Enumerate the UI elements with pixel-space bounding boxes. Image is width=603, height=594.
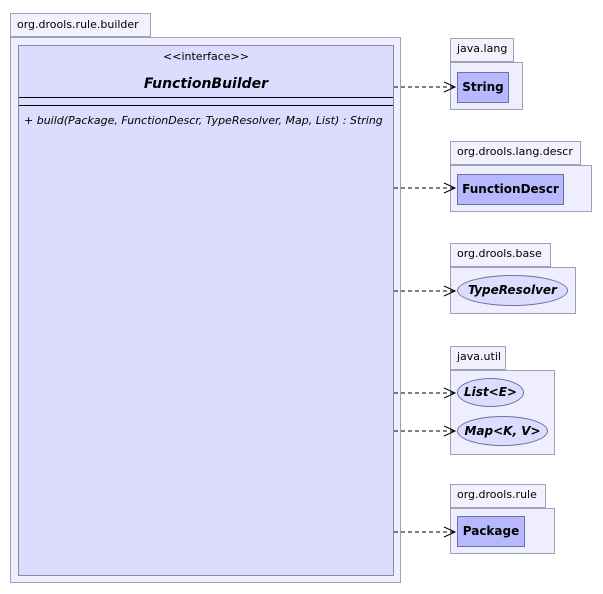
attributes-divider [19,105,393,106]
class-package[interactable]: Package [457,516,525,547]
interface-name: FunctionBuilder [143,76,269,92]
package-tab-java-util: java.util [450,346,506,370]
package-label: java.util [457,350,501,363]
package-label: java.lang [457,42,508,55]
function-builder-interface[interactable]: <<interface>> FunctionBuilder + build(Pa… [18,45,394,576]
package-tab-org-drools-lang-descr: org.drools.lang.descr [450,141,581,165]
class-name: String [462,80,504,94]
class-name: FunctionDescr [462,182,559,196]
interface-type-resolver[interactable]: TypeResolver [457,275,568,306]
class-function-descr[interactable]: FunctionDescr [457,174,564,205]
interface-name: TypeResolver [468,283,557,297]
interface-list[interactable]: List<E> [457,378,524,407]
package-tab-org-drools-base: org.drools.base [450,243,551,267]
package-label: org.drools.rule.builder [17,18,139,31]
package-label: org.drools.base [457,247,542,260]
package-tab-org-drools-rule: org.drools.rule [450,484,546,508]
interface-name: Map<K, V> [464,424,541,438]
class-string[interactable]: String [457,72,509,103]
dependency-arrow-list [394,387,457,399]
dependency-arrow-map [394,425,457,437]
interface-stereotype: <<interface>> [163,50,249,63]
dependency-arrow-package [394,526,457,538]
package-label: org.drools.rule [457,488,537,501]
operation-build: + build(Package, FunctionDescr, TypeReso… [24,114,383,127]
dependency-arrow-string [394,81,457,93]
package-label: org.drools.lang.descr [457,145,573,158]
dependency-arrow-function-descr [394,182,457,194]
class-name: Package [462,524,520,538]
dependency-arrow-type-resolver [394,285,457,297]
interface-map[interactable]: Map<K, V> [457,416,548,446]
package-tab-org-drools-rule-builder: org.drools.rule.builder [10,13,151,37]
package-tab-java-lang: java.lang [450,38,514,62]
name-divider [19,97,393,98]
interface-name: List<E> [464,385,517,399]
